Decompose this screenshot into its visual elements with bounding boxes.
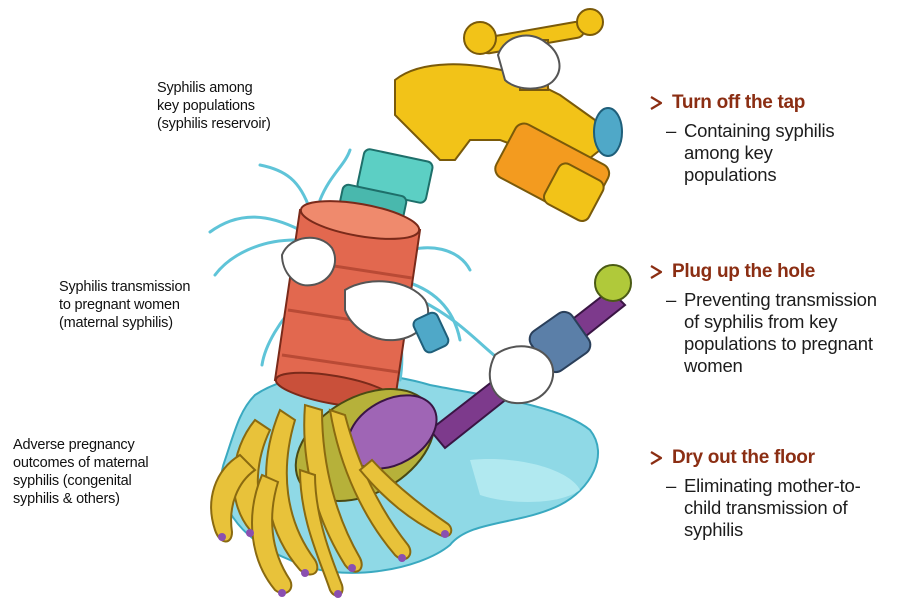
dash-bullet: – — [666, 120, 684, 186]
action-plug-hole: Plug up the hole – Preventing transmissi… — [648, 261, 916, 377]
action-description-block: – Containing syphilis among key populati… — [666, 120, 916, 186]
dash-bullet: – — [666, 289, 684, 377]
dash-bullet: – — [666, 475, 684, 541]
action-heading: Turn off the tap — [648, 92, 916, 114]
label-maternal-syphilis: Syphilis transmission to pregnant women … — [59, 278, 190, 332]
action-heading: Plug up the hole — [648, 261, 916, 283]
arrow-right-icon — [648, 95, 664, 111]
action-description-block: – Preventing transmission of syphilis fr… — [666, 289, 916, 377]
action-title: Turn off the tap — [672, 92, 805, 114]
action-title: Dry out the floor — [672, 447, 815, 469]
action-description: Eliminating mother-to- child transmissio… — [684, 475, 861, 541]
action-heading: Dry out the floor — [648, 447, 916, 469]
action-dry-floor: Dry out the floor – Eliminating mother-t… — [648, 447, 916, 541]
action-turn-off-tap: Turn off the tap – Containing syphilis a… — [648, 92, 916, 186]
action-description: Preventing transmission of syphilis from… — [684, 289, 877, 377]
arrow-right-icon — [648, 450, 664, 466]
action-title: Plug up the hole — [672, 261, 815, 283]
action-description: Containing syphilis among key population… — [684, 120, 834, 186]
tap-icon — [395, 9, 622, 224]
label-adverse-outcomes: Adverse pregnancy outcomes of maternal s… — [13, 436, 148, 508]
label-syphilis-reservoir: Syphilis among key populations (syphilis… — [157, 79, 271, 133]
arrow-right-icon — [648, 264, 664, 280]
action-description-block: – Eliminating mother-to- child transmiss… — [666, 475, 916, 541]
